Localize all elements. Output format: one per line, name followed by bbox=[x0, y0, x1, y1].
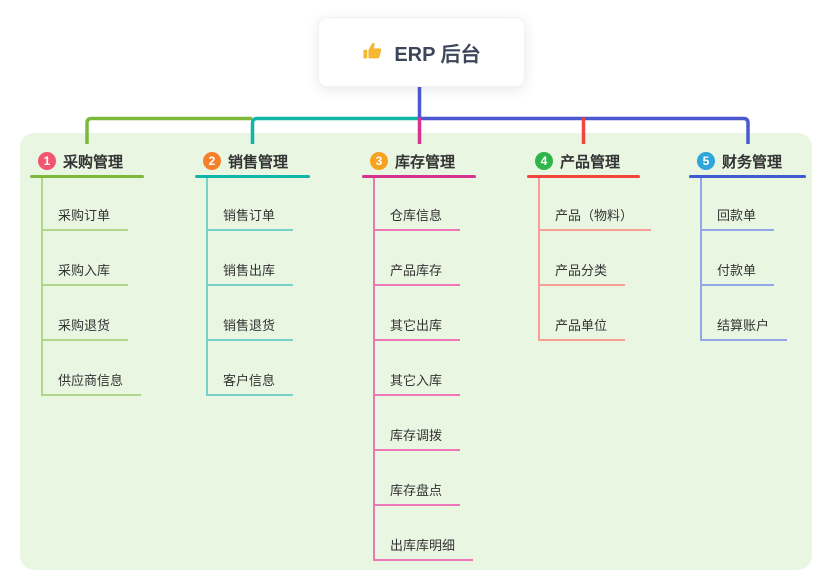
branch-badge: 5 bbox=[697, 152, 715, 170]
branch-underline bbox=[30, 175, 144, 178]
item-库存调拨[interactable]: 库存调拨 bbox=[373, 425, 461, 451]
item-出库库明细[interactable]: 出库库明细 bbox=[373, 535, 474, 561]
item-label: 付款单 bbox=[700, 260, 775, 286]
branch-badge: 2 bbox=[203, 152, 221, 170]
branch-title: 采购管理 bbox=[63, 153, 124, 171]
branch-underline bbox=[527, 175, 640, 178]
item-label: 其它出库 bbox=[373, 315, 461, 341]
item-label: 库存调拨 bbox=[373, 425, 461, 451]
branch-tree-line bbox=[206, 178, 208, 396]
item-label: 出库库明细 bbox=[373, 535, 474, 561]
root-node[interactable]: ERP 后台 bbox=[318, 17, 525, 87]
item-label: 客户信息 bbox=[206, 370, 294, 396]
branch-title: 产品管理 bbox=[560, 153, 621, 171]
item-库存盘点[interactable]: 库存盘点 bbox=[373, 480, 461, 506]
branch-header[interactable]: 1 采购管理 bbox=[30, 149, 123, 173]
item-结算账户[interactable]: 结算账户 bbox=[700, 315, 788, 341]
branch-title: 库存管理 bbox=[395, 153, 456, 171]
item-采购订单[interactable]: 采购订单 bbox=[41, 205, 129, 231]
item-销售退货[interactable]: 销售退货 bbox=[206, 315, 294, 341]
root-label: ERP 后台 bbox=[394, 43, 481, 66]
item-仓库信息[interactable]: 仓库信息 bbox=[373, 205, 461, 231]
item-label: 供应商信息 bbox=[41, 370, 142, 396]
branch-tree-line bbox=[41, 178, 43, 396]
item-label: 回款单 bbox=[700, 205, 775, 231]
branch-underline bbox=[362, 175, 476, 178]
branch-title: 销售管理 bbox=[228, 153, 289, 171]
item-label: 采购退货 bbox=[41, 315, 129, 341]
item-label: 产品单位 bbox=[538, 315, 626, 341]
item-其它出库[interactable]: 其它出库 bbox=[373, 315, 461, 341]
item-销售订单[interactable]: 销售订单 bbox=[206, 205, 294, 231]
branch-header[interactable]: 4 产品管理 bbox=[527, 149, 620, 173]
item-label: 结算账户 bbox=[700, 315, 788, 341]
branch-header[interactable]: 2 销售管理 bbox=[195, 149, 288, 173]
item-label: 销售订单 bbox=[206, 205, 294, 231]
item-销售出库[interactable]: 销售出库 bbox=[206, 260, 294, 286]
item-label: 仓库信息 bbox=[373, 205, 461, 231]
item-label: 产品库存 bbox=[373, 260, 461, 286]
item-label: 产品（物料） bbox=[538, 205, 652, 231]
branch-tree-line bbox=[373, 178, 375, 561]
item-产品单位[interactable]: 产品单位 bbox=[538, 315, 626, 341]
item-label: 采购订单 bbox=[41, 205, 129, 231]
item-客户信息[interactable]: 客户信息 bbox=[206, 370, 294, 396]
item-采购退货[interactable]: 采购退货 bbox=[41, 315, 129, 341]
item-产品（物料）[interactable]: 产品（物料） bbox=[538, 205, 652, 231]
branch-tree-line bbox=[700, 178, 702, 341]
branch-badge: 4 bbox=[535, 152, 553, 170]
branch-underline bbox=[195, 175, 310, 178]
item-label: 产品分类 bbox=[538, 260, 626, 286]
thumbs-up-icon bbox=[362, 41, 384, 63]
item-label: 库存盘点 bbox=[373, 480, 461, 506]
item-label: 销售退货 bbox=[206, 315, 294, 341]
item-其它入库[interactable]: 其它入库 bbox=[373, 370, 461, 396]
item-产品库存[interactable]: 产品库存 bbox=[373, 260, 461, 286]
item-采购入库[interactable]: 采购入库 bbox=[41, 260, 129, 286]
mindmap-panel bbox=[20, 133, 812, 570]
item-label: 其它入库 bbox=[373, 370, 461, 396]
item-付款单[interactable]: 付款单 bbox=[700, 260, 775, 286]
item-产品分类[interactable]: 产品分类 bbox=[538, 260, 626, 286]
item-label: 采购入库 bbox=[41, 260, 129, 286]
branch-title: 财务管理 bbox=[722, 153, 783, 171]
item-供应商信息[interactable]: 供应商信息 bbox=[41, 370, 142, 396]
branch-header[interactable]: 5 财务管理 bbox=[689, 149, 782, 173]
item-label: 销售出库 bbox=[206, 260, 294, 286]
branch-tree-line bbox=[538, 178, 540, 341]
item-回款单[interactable]: 回款单 bbox=[700, 205, 775, 231]
branch-badge: 1 bbox=[38, 152, 56, 170]
branch-underline bbox=[689, 175, 806, 178]
branch-badge: 3 bbox=[370, 152, 388, 170]
branch-header[interactable]: 3 库存管理 bbox=[362, 149, 455, 173]
